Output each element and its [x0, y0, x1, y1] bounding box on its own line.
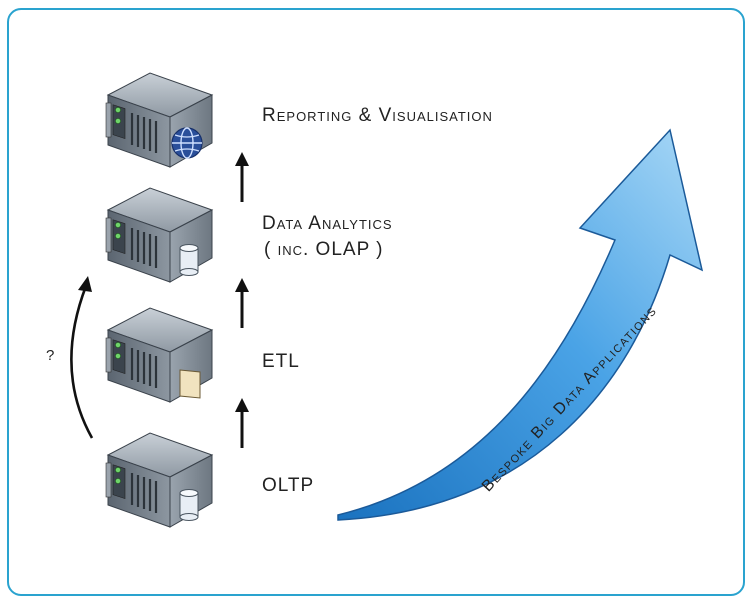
- oltp-server-icon: [104, 431, 214, 529]
- up-arrow-icon: [235, 398, 249, 448]
- reporting-server-icon: [104, 71, 214, 169]
- analytics-sublabel: ( inc. OLAP ): [264, 239, 384, 260]
- etl-label: ETL: [262, 351, 300, 372]
- analytics-server-icon: [104, 186, 214, 284]
- reporting-label: Reporting & Visualisation: [262, 105, 493, 126]
- database-icon: [179, 489, 199, 521]
- bypass-arrow-icon: [70, 276, 94, 439]
- etl-server-icon: [104, 306, 214, 404]
- oltp-label: OLTP: [262, 475, 315, 496]
- bypass-question-label: ?: [46, 347, 55, 364]
- big-data-arrow-icon: [337, 128, 704, 521]
- up-arrow-icon: [235, 278, 249, 328]
- document-icon: [179, 369, 201, 399]
- globe-icon: [171, 127, 203, 159]
- up-arrow-icon: [235, 152, 249, 202]
- analytics-label: Data Analytics: [262, 213, 393, 234]
- database-icon: [179, 244, 199, 276]
